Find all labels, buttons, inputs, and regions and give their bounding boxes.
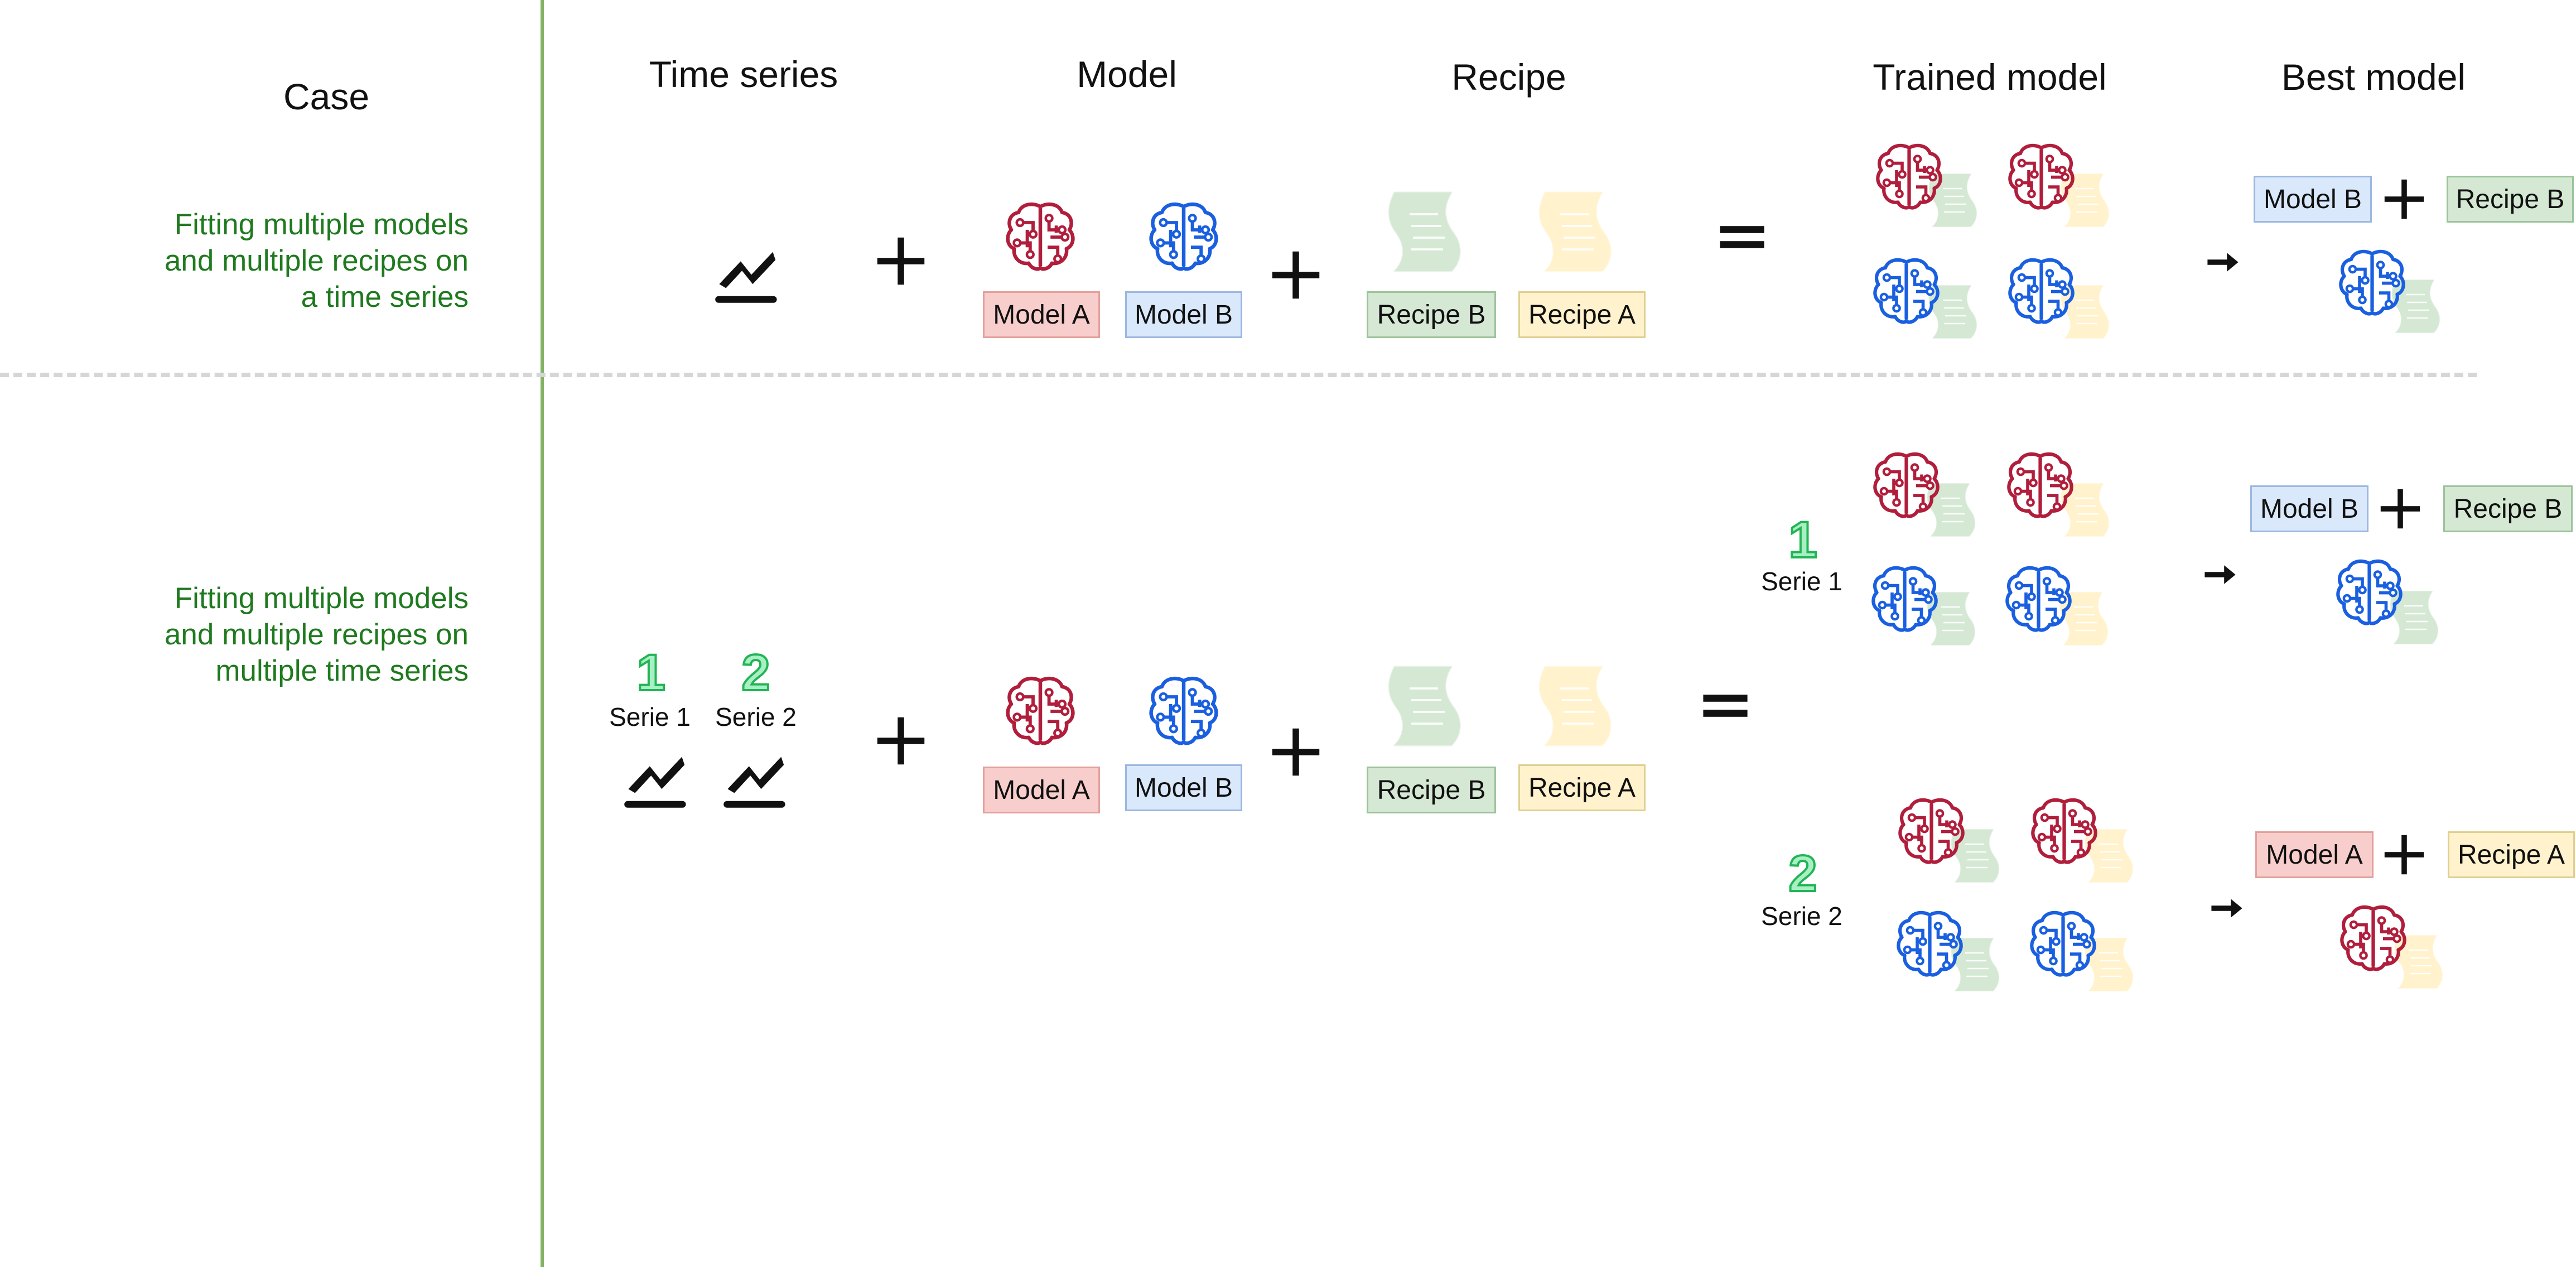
scroll-icon [1388, 666, 1461, 746]
recipe-b-tag: Recipe B [1367, 767, 1496, 813]
brain-circuit-icon [1871, 451, 1941, 521]
best-model-tag: Model B [2250, 485, 2368, 532]
brain-circuit-icon [1870, 565, 1940, 634]
row2-case-description: Fitting multiple models and multiple rec… [164, 582, 469, 687]
model-b-tag: Model B [1125, 291, 1242, 338]
model-a-tag: Model A [983, 291, 1100, 338]
vertical-divider [541, 0, 544, 1267]
trained-serie-2-label: Serie 2 [1761, 902, 1842, 931]
recipe-b-tag: Recipe B [1367, 291, 1496, 338]
trained-serie-1-label: Serie 1 [1761, 567, 1842, 596]
brain-circuit-icon [2004, 565, 2073, 634]
best-model-tag: Model A [2255, 831, 2374, 878]
plus-icon [2380, 489, 2420, 529]
brain-circuit-icon [2334, 558, 2404, 628]
plus-icon [1272, 251, 1320, 299]
best-recipe-tag: Recipe B [2447, 176, 2574, 223]
brain-circuit-icon [2338, 904, 2408, 974]
arrow-right-icon [2204, 565, 2236, 584]
brain-circuit-icon [1871, 257, 1941, 326]
brain-circuit-icon [2028, 909, 2098, 979]
best-recipe-tag: Recipe B [2443, 485, 2573, 532]
chart-line-icon [723, 757, 785, 808]
plus-icon [877, 237, 925, 285]
brain-circuit-icon [1004, 201, 1077, 273]
best-model-tag: Model B [2254, 176, 2372, 223]
model-a-tag: Model A [983, 767, 1100, 813]
header-best-model: Best model [2281, 56, 2466, 98]
brain-circuit-icon [1147, 201, 1220, 273]
header-model: Model [1077, 54, 1177, 95]
arrow-right-icon [2207, 253, 2239, 272]
header-case: Case [283, 76, 370, 117]
header-trained-model: Trained model [1873, 56, 2107, 98]
brain-circuit-icon [2029, 797, 2099, 866]
plus-icon [2384, 179, 2424, 219]
brain-circuit-icon [1147, 675, 1220, 748]
brain-circuit-icon [2006, 142, 2076, 212]
header-recipe: Recipe [1451, 56, 1566, 98]
plus-icon [877, 717, 925, 765]
brain-circuit-icon [1897, 797, 1966, 866]
plus-icon [2384, 835, 2424, 875]
brain-circuit-icon [1874, 142, 1944, 212]
best-recipe-tag: Recipe A [2448, 831, 2575, 878]
header-time-series: Time series [649, 54, 838, 95]
scroll-icon [1388, 191, 1461, 272]
scroll-icon [1538, 191, 1612, 272]
serie-1-number: 1 [635, 644, 666, 701]
equals-icon [1720, 226, 1764, 248]
brain-circuit-icon [2337, 248, 2407, 318]
serie-2-number: 2 [740, 644, 771, 701]
row1-case-description: Fitting multiple models and multiple rec… [164, 208, 469, 314]
trained-serie-2-number: 2 [1787, 845, 1818, 902]
serie-1-label: Serie 1 [609, 702, 691, 731]
model-b-tag: Model B [1125, 764, 1242, 811]
recipe-a-tag: Recipe A [1518, 291, 1646, 338]
serie-2-label: Serie 2 [715, 702, 797, 731]
brain-circuit-icon [2005, 451, 2075, 521]
brain-circuit-icon [1004, 675, 1077, 748]
horizontal-divider [0, 373, 2477, 377]
arrow-right-icon [2211, 899, 2242, 918]
brain-circuit-icon [2006, 257, 2076, 326]
chart-line-icon [715, 252, 777, 303]
chart-line-icon [624, 757, 686, 808]
scroll-icon [1538, 666, 1612, 746]
trained-serie-1-number: 1 [1787, 512, 1818, 569]
plus-icon [1272, 728, 1320, 776]
recipe-a-tag: Recipe A [1518, 764, 1646, 811]
brain-circuit-icon [1895, 909, 1965, 979]
equals-icon [1703, 695, 1748, 717]
